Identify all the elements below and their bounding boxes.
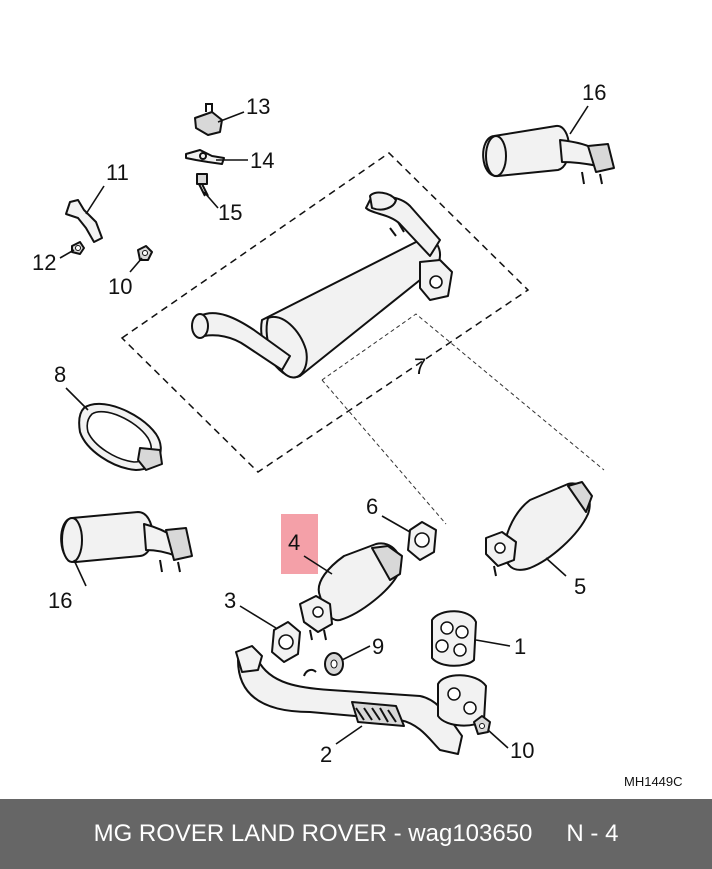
callout-1: 1 bbox=[514, 634, 526, 659]
callout-11: 11 bbox=[106, 160, 129, 185]
part-8-clamp-ring bbox=[78, 402, 163, 471]
callout-8: 8 bbox=[54, 362, 66, 387]
part-14-bracket bbox=[185, 149, 225, 165]
callout-10-upper: 10 bbox=[108, 274, 132, 299]
part-1-gasket bbox=[431, 610, 477, 667]
part-12-nut bbox=[71, 241, 85, 255]
catalyst-group-dashed-link bbox=[321, 379, 447, 525]
callout-2: 2 bbox=[320, 742, 332, 767]
part-10-nut-lower bbox=[473, 715, 491, 735]
callout-4: 4 bbox=[288, 530, 300, 555]
callout-10-lower: 10 bbox=[510, 738, 534, 763]
footer-brand-text: MG ROVER LAND ROVER - wag103650 bbox=[93, 820, 533, 847]
part-4-catalytic-converter bbox=[299, 542, 403, 641]
callout-16-upper: 16 bbox=[582, 80, 606, 105]
part-10-nut-upper bbox=[137, 245, 153, 261]
callout-6: 6 bbox=[366, 494, 378, 519]
callout-13: 13 bbox=[246, 94, 270, 119]
part-6-gasket bbox=[407, 521, 437, 561]
callout-12: 12 bbox=[32, 250, 56, 275]
callout-14: 14 bbox=[250, 148, 274, 173]
footer-page-ref: N - 4 bbox=[566, 820, 619, 847]
callout-16-lower: 16 bbox=[48, 588, 72, 613]
highlight-box-part-4 bbox=[281, 514, 318, 574]
callout-3: 3 bbox=[224, 588, 236, 613]
footer-bar: MG ROVER LAND ROVER - wag103650 N - 4 bbox=[0, 799, 712, 869]
callout-7: 7 bbox=[414, 354, 426, 379]
exhaust-system-diagram: 13 14 15 11 12 10 16 7 8 16 6 4 5 3 9 1 … bbox=[32, 80, 683, 789]
part-3-gasket bbox=[271, 621, 301, 663]
callout-5: 5 bbox=[574, 574, 586, 599]
part-15-bolt bbox=[196, 173, 209, 197]
part-16-tailpipe-lower bbox=[60, 511, 193, 573]
part-13-clip bbox=[194, 103, 223, 136]
drawing-code: MH1449C bbox=[624, 774, 683, 789]
part-11-hanger-bracket bbox=[65, 199, 103, 243]
callout-9: 9 bbox=[372, 634, 384, 659]
callout-15: 15 bbox=[218, 200, 242, 225]
part-5-catalytic-converter bbox=[485, 481, 593, 577]
silencer-group-dashed-box bbox=[120, 152, 530, 473]
callout-leaders bbox=[59, 105, 589, 749]
part-9-washer bbox=[324, 652, 344, 676]
part-16-tailpipe-upper bbox=[482, 125, 615, 185]
part-7-rear-silencer bbox=[191, 191, 453, 379]
part-2-front-pipe bbox=[235, 645, 487, 755]
catalyst-group-dashed-box bbox=[321, 313, 605, 471]
